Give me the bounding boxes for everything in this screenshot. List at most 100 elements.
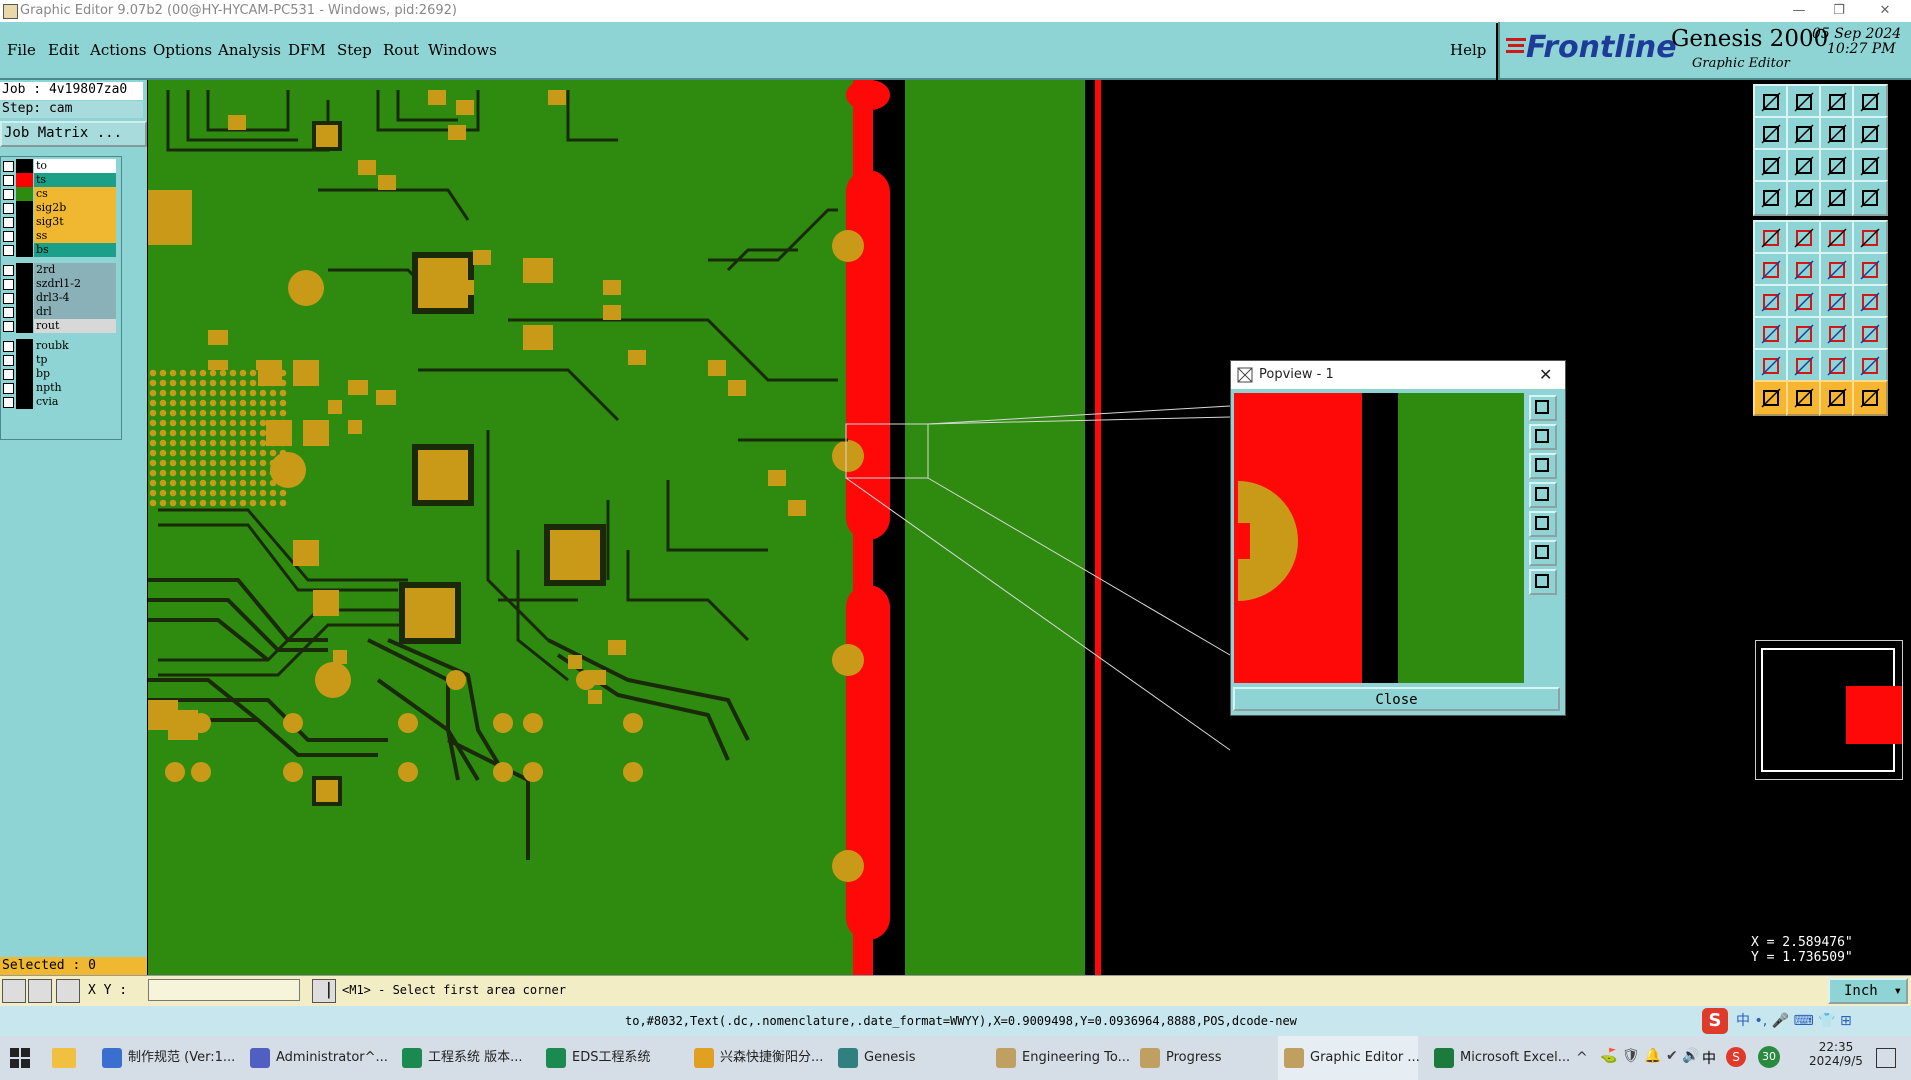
layer-checkbox[interactable] <box>3 161 14 172</box>
layer-checkbox[interactable] <box>3 355 14 366</box>
layer-checkbox[interactable] <box>3 217 14 228</box>
taskbar-item[interactable]: EDS工程系统 <box>540 1036 680 1080</box>
menu-help[interactable]: Help <box>1450 41 1487 59</box>
layer-color-swatch[interactable] <box>16 381 33 395</box>
layer-color-swatch[interactable] <box>16 159 33 173</box>
layer-color-swatch[interactable] <box>16 215 33 229</box>
layer-row-roubk[interactable]: roubk <box>1 339 116 353</box>
layer-row-cs[interactable]: cs <box>1 187 116 201</box>
triangle-b-icon[interactable] <box>1819 348 1855 384</box>
layer-row-drl[interactable]: drl <box>1 305 116 319</box>
restore-button[interactable]: ❐ <box>1833 3 1845 18</box>
node-icon[interactable] <box>1753 252 1789 288</box>
redraw-icon[interactable] <box>1852 116 1888 152</box>
pop-up-icon[interactable] <box>1529 424 1557 450</box>
help-icon[interactable] <box>1852 148 1888 184</box>
layer-color-swatch[interactable] <box>16 277 33 291</box>
layer-checkbox[interactable] <box>3 321 14 332</box>
circle-icon[interactable] <box>1852 220 1888 256</box>
badge-icon[interactable]: 30 <box>1758 1046 1780 1068</box>
popview-window[interactable]: Popview - 1 ✕ Close <box>1230 360 1566 716</box>
layer-checkbox[interactable] <box>3 175 14 186</box>
split-view-icon[interactable] <box>1852 84 1888 120</box>
cross-icon[interactable] <box>1786 252 1822 288</box>
zoom-fit-icon[interactable] <box>1753 148 1789 184</box>
sogou-icon[interactable]: S <box>1726 1047 1746 1067</box>
layer-row-ts[interactable]: ts <box>1 173 116 187</box>
pop-left-icon[interactable] <box>1529 482 1557 508</box>
snap-tool-icon[interactable] <box>28 979 52 1003</box>
layers-icon[interactable] <box>1753 180 1789 216</box>
taskbar-item[interactable]: Progress <box>1134 1036 1270 1080</box>
notification-icon[interactable] <box>1876 1048 1896 1068</box>
menu-rout[interactable]: Rout <box>383 41 420 59</box>
pan-right-icon[interactable] <box>1786 116 1822 152</box>
pad-icon[interactable] <box>1753 220 1789 256</box>
layer-checkbox[interactable] <box>3 245 14 256</box>
menu-options[interactable]: Options <box>153 41 213 59</box>
layer-row-npth[interactable]: npth <box>1 381 116 395</box>
start-icon[interactable] <box>10 1048 30 1068</box>
layer-color-swatch[interactable] <box>16 201 33 215</box>
fit-icon[interactable] <box>1819 116 1855 152</box>
layer-row-drl3-4[interactable]: drl3-4 <box>1 291 116 305</box>
select-alt-icon[interactable] <box>1786 380 1822 416</box>
ime-logo-icon[interactable]: S <box>1702 1008 1728 1034</box>
zoom-in-icon[interactable] <box>1753 84 1789 120</box>
menu-file[interactable]: File <box>7 41 36 59</box>
ime-toolbar[interactable]: 中 •, 🎤 ⌨ 👕 ⊞ <box>1736 1013 1852 1029</box>
tray-chevron-icon[interactable]: ^ <box>1576 1050 1588 1066</box>
job-matrix-button[interactable]: Job Matrix ... <box>0 121 147 147</box>
pop-fit-icon[interactable] <box>1529 540 1557 566</box>
layer-checkbox[interactable] <box>3 307 14 318</box>
xy-input[interactable] <box>148 979 300 1001</box>
triangle-icon[interactable] <box>1753 348 1789 384</box>
layer-color-swatch[interactable] <box>16 173 33 187</box>
snap-icon[interactable] <box>1819 180 1855 216</box>
grid-tool-icon[interactable] <box>56 979 80 1003</box>
triangle-a-icon[interactable] <box>1786 348 1822 384</box>
dot-icon[interactable] <box>1852 252 1888 288</box>
popview-close-icon[interactable]: ✕ <box>1539 365 1553 384</box>
menu-dfm[interactable]: DFM <box>288 41 326 59</box>
layer-color-swatch[interactable] <box>16 395 33 409</box>
line-icon[interactable] <box>1786 220 1822 256</box>
zoom-area-icon[interactable] <box>1786 148 1822 184</box>
layer-checkbox[interactable] <box>3 369 14 380</box>
point-icon[interactable] <box>1819 252 1855 288</box>
menu-edit[interactable]: Edit <box>48 41 80 59</box>
layer-color-swatch[interactable] <box>16 353 33 367</box>
layer-color-swatch[interactable] <box>16 243 33 257</box>
arc-icon[interactable] <box>1819 284 1855 320</box>
layer-checkbox[interactable] <box>3 231 14 242</box>
pop-down-icon[interactable] <box>1529 453 1557 479</box>
layer-checkbox[interactable] <box>3 279 14 290</box>
snap-alt-icon[interactable] <box>1852 180 1888 216</box>
close-button[interactable]: ✕ <box>1879 3 1891 18</box>
units-dropdown[interactable]: Inch ▾ <box>1828 978 1908 1004</box>
layer-checkbox[interactable] <box>3 265 14 276</box>
menu-actions[interactable]: Actions <box>90 41 147 59</box>
zoom-tool-icon[interactable] <box>2 979 26 1003</box>
layer-color-swatch[interactable] <box>16 339 33 353</box>
scale-icon[interactable] <box>1819 148 1855 184</box>
pop-right-icon[interactable] <box>1529 511 1557 537</box>
graphic-canvas[interactable] <box>148 80 1748 975</box>
pop-zoom-icon[interactable] <box>1529 395 1557 421</box>
slash-icon[interactable] <box>1753 284 1789 320</box>
layer-row-ss[interactable]: ss <box>1 229 116 243</box>
link-icon[interactable] <box>1852 316 1888 352</box>
layer-checkbox[interactable] <box>3 189 14 200</box>
layer-color-swatch[interactable] <box>16 319 33 333</box>
layer-row-sig2b[interactable]: sig2b <box>1 201 116 215</box>
layer-row-rout[interactable]: rout <box>1 319 116 333</box>
ime-indicator[interactable]: 中 <box>1702 1051 1716 1067</box>
folder-icon[interactable] <box>52 1048 76 1068</box>
taskbar-item[interactable]: Microsoft Excel... <box>1428 1036 1570 1080</box>
layer-color-swatch[interactable] <box>16 291 33 305</box>
popview-canvas[interactable] <box>1234 393 1524 683</box>
tray-icons[interactable]: ⛳ 🛡 🔔 ✔ 🔊 <box>1600 1048 1700 1064</box>
taskbar-item[interactable]: Administrator^... <box>244 1036 388 1080</box>
minimize-button[interactable]: — <box>1792 3 1806 18</box>
layer-checkbox[interactable] <box>3 341 14 352</box>
